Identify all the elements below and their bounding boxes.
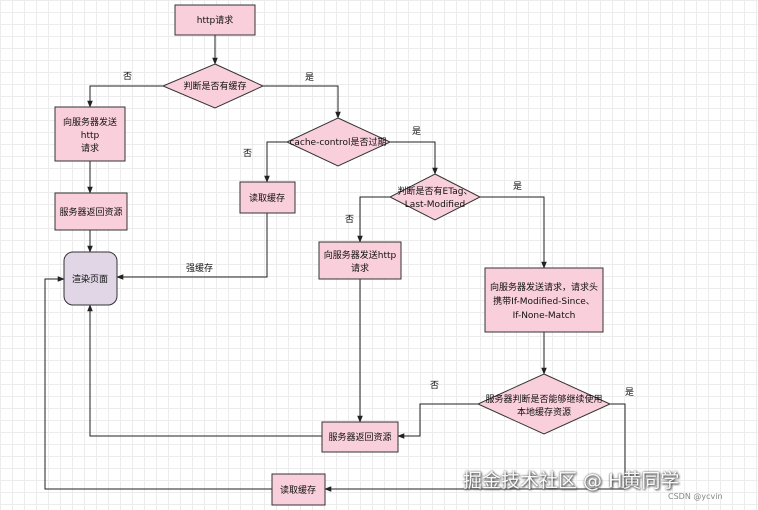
node-send-server-left: 向服务器发送 http 请求: [54, 106, 126, 162]
edge-etag-yes: [480, 196, 547, 269]
svg-text:Last-Modified: Last-Modified: [405, 200, 465, 210]
label-yes-4: 是: [625, 387, 634, 398]
edge-check-yes: [263, 85, 341, 119]
svg-text:携带If-Modified-Since、: 携带If-Modified-Since、: [493, 295, 595, 307]
node-check-cache: 判断是否有缓存: [161, 63, 265, 109]
node-etag-check: 判断是否有ETag、 Last-Modified: [388, 173, 482, 221]
node-read-cache-mid: 读取缓存: [239, 181, 296, 214]
svg-text:请求: 请求: [81, 142, 99, 154]
svg-text:判断是否有ETag、: 判断是否有ETag、: [398, 185, 473, 197]
node-render-page: 渲染页面: [63, 251, 118, 306]
label-strong-cache: 强缓存: [186, 262, 213, 274]
edge-return-bottom-to-render: [87, 304, 322, 437]
label-no-2: 否: [243, 148, 252, 159]
label-yes-3: 是: [513, 181, 522, 192]
svg-text:读取缓存: 读取缓存: [280, 484, 316, 496]
edge-judge-no: [397, 403, 478, 439]
svg-text:本地缓存资源: 本地缓存资源: [517, 406, 571, 418]
svg-text:请求: 请求: [351, 262, 369, 274]
edge-etag-no: [357, 196, 390, 243]
svg-text:向服务器发送请求，请求头: 向服务器发送请求，请求头: [490, 281, 598, 293]
label-no-1: 否: [123, 71, 132, 82]
svg-text:判断是否有缓存: 判断是否有缓存: [183, 80, 246, 92]
watermark-credit: CSDN @ycvin: [668, 492, 723, 501]
svg-text:渲染页面: 渲染页面: [72, 273, 108, 285]
edge-strong-cache: [116, 213, 268, 280]
svg-text:http请求: http请求: [197, 14, 233, 26]
svg-text:服务器返回资源: 服务器返回资源: [328, 431, 391, 443]
svg-text:服务器判断是否能够继续使用: 服务器判断是否能够继续使用: [485, 393, 602, 405]
label-no-4: 否: [430, 380, 439, 391]
node-send-headers: 向服务器发送请求，请求头 携带If-Modified-Since、 If-Non…: [484, 267, 604, 333]
label-no-3: 否: [345, 214, 354, 225]
edge-read-bottom-to-render: [44, 276, 272, 490]
svg-text:向服务器发送http: 向服务器发送http: [324, 249, 397, 261]
label-yes-1: 是: [305, 72, 314, 83]
svg-text:向服务器发送: 向服务器发送: [63, 116, 117, 128]
node-read-cache-bottom: 读取缓存: [271, 473, 326, 506]
watermark-text: 掘金技术社区 @ H黄同学: [463, 470, 680, 492]
node-send-server-mid: 向服务器发送http 请求: [318, 241, 402, 280]
node-cache-control: cache-control是否过期: [285, 117, 392, 167]
svg-text:http: http: [81, 131, 100, 141]
edge-cachecontrol-yes: [390, 141, 438, 175]
label-yes-2: 是: [412, 126, 421, 137]
node-server-judge: 服务器判断是否能够继续使用 本地缓存资源: [476, 373, 612, 435]
edge-check-no: [87, 85, 163, 108]
node-http-request: http请求: [174, 4, 256, 36]
edge-cachecontrol-no: [264, 141, 287, 183]
svg-text:cache-control是否过期: cache-control是否过期: [289, 136, 386, 148]
edge-judge-yes: [324, 403, 626, 492]
svg-text:读取缓存: 读取缓存: [249, 192, 285, 204]
node-server-return-left: 服务器返回资源: [54, 192, 128, 231]
svg-text:If-None-Match: If-None-Match: [513, 311, 576, 321]
node-server-return-bottom: 服务器返回资源: [321, 421, 399, 453]
svg-text:服务器返回资源: 服务器返回资源: [59, 206, 122, 218]
